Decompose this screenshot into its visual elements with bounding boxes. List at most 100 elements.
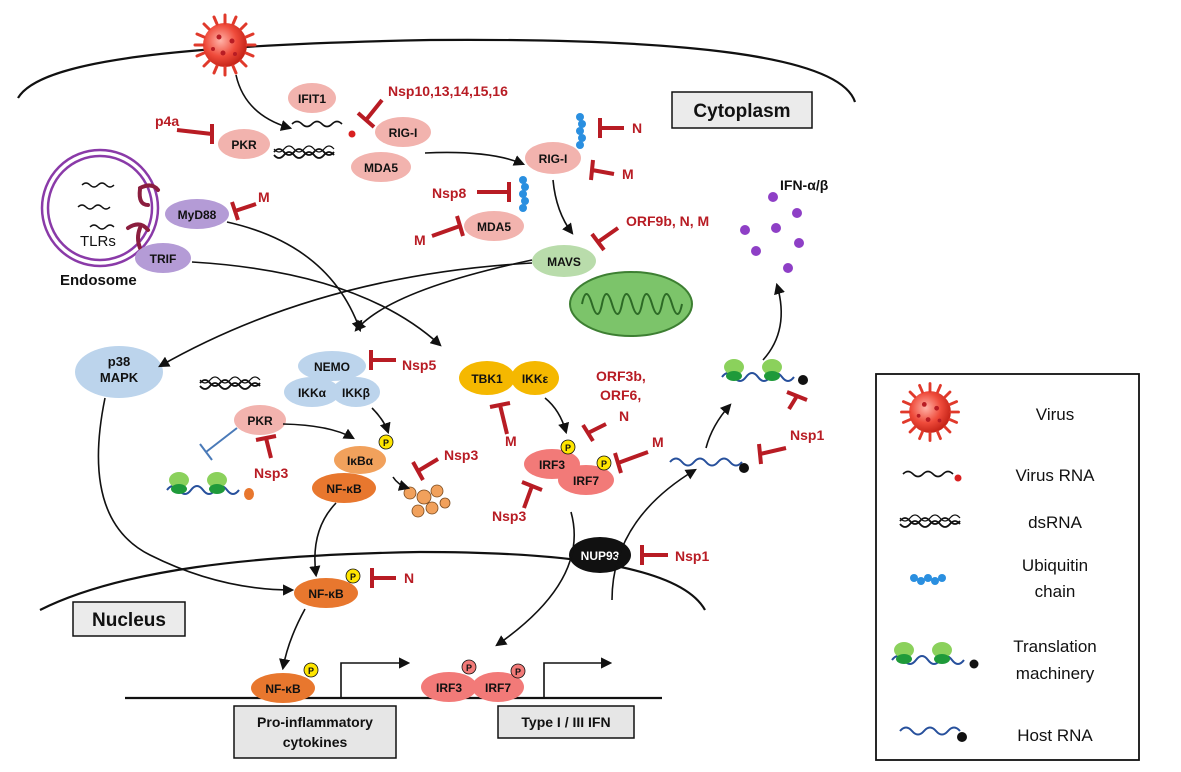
svg-text:P: P	[308, 666, 314, 676]
type-ifn-box: Type I / III IFN	[497, 705, 635, 739]
irf7-phospho-cyto: P	[596, 455, 612, 471]
svg-text:Translation: Translation	[1013, 637, 1096, 656]
mitochondrion-icon	[569, 271, 693, 337]
rig-i-protein-activated: RIG-I	[525, 142, 581, 174]
svg-text:Virus: Virus	[1036, 405, 1074, 424]
irf7-protein-cyto: IRF7	[558, 465, 614, 495]
ifn-label: IFN-α/β	[780, 177, 829, 193]
ifit1-protein: IFIT1	[288, 83, 336, 113]
p4a-label: p4a	[155, 113, 179, 129]
plasma-membrane	[17, 38, 857, 103]
svg-text:IRF3: IRF3	[436, 681, 462, 695]
mavs-protein: MAVS	[532, 245, 596, 277]
ikba-phospho: P	[378, 434, 394, 450]
svg-text:NEMO: NEMO	[314, 360, 350, 374]
svg-text:NUP93: NUP93	[581, 549, 620, 563]
svg-text:PKR: PKR	[247, 414, 273, 428]
svg-text:P: P	[383, 438, 389, 448]
svg-text:P: P	[350, 572, 356, 582]
rig-i-protein-top: RIG-I	[375, 117, 431, 147]
nsp3-label-pkr: Nsp3	[254, 465, 288, 481]
mda5-protein-top: MDA5	[351, 152, 411, 182]
virus-icon	[193, 13, 257, 77]
irf7-phospho-dna: P	[510, 663, 526, 679]
ubiquitin-chain-rig-i	[576, 113, 586, 149]
mda5-protein-activated: MDA5	[464, 211, 524, 241]
m-label-tbk1: M	[505, 433, 517, 449]
inhibition-markers: p4a Nsp10,13,14,15,16 N M Nsp8 M M ORF9b…	[155, 83, 824, 588]
ubiquitin-chain-icon	[910, 574, 946, 585]
nemo-protein: NEMO	[298, 351, 366, 381]
svg-text:TBK1: TBK1	[471, 372, 503, 386]
n-label-rig: N	[632, 120, 642, 136]
nsp10-label: Nsp10,13,14,15,16	[388, 83, 508, 99]
degradation-fragments	[403, 484, 451, 518]
dsrna-middle	[199, 376, 261, 390]
cytoplasm-label-box: Cytoplasm	[671, 91, 813, 129]
pro-inflammatory-box: Pro-inflammatory cytokines	[233, 705, 397, 759]
nfkb-protein-nuclear-entry: NF-κB	[294, 578, 358, 608]
tbk1-protein: TBK1	[459, 361, 515, 395]
m-label-irf7: M	[652, 434, 664, 450]
svg-text:Pro-inflammatory: Pro-inflammatory	[257, 714, 373, 730]
svg-text:dsRNA: dsRNA	[1028, 513, 1083, 532]
nsp3-label-ikba: Nsp3	[444, 447, 478, 463]
orf3b-label-2: ORF6,	[600, 387, 641, 403]
promoter-arrow-cytokines	[340, 657, 411, 698]
translation-end-cap	[244, 488, 254, 500]
m-label-myd88: M	[258, 189, 270, 205]
svg-text:MDA5: MDA5	[477, 220, 511, 234]
svg-text:IKKε: IKKε	[522, 372, 549, 386]
svg-text:IKKα: IKKα	[298, 386, 327, 400]
nfkb-phospho-entry: P	[345, 568, 361, 584]
nfkb-phospho-dna: P	[303, 662, 319, 678]
host-rna	[669, 457, 749, 473]
nucleus-label-box: Nucleus	[72, 601, 186, 637]
translation-machinery-blocked	[166, 471, 240, 495]
orf9b-label: ORF9b, N, M	[626, 213, 709, 229]
ikba-protein: IκBα	[334, 446, 386, 474]
host-rna-icon	[899, 726, 967, 742]
ubiquitin-chain-mda5	[519, 176, 529, 212]
orf3b-label-3: N	[619, 408, 629, 424]
svg-text:MDA5: MDA5	[364, 161, 398, 175]
dsrna-top	[273, 145, 335, 159]
svg-text:IKKβ: IKKβ	[342, 386, 370, 400]
nsp8-label: Nsp8	[432, 185, 466, 201]
nfkb-protein-cyto: NF-κB	[312, 473, 376, 503]
myd88-protein: MyD88	[165, 199, 229, 229]
nfkb-protein-dna: NF-κB	[251, 673, 315, 703]
pathway-arrows	[97, 74, 785, 671]
svg-text:MAPK: MAPK	[100, 370, 139, 385]
endosome: TLRs	[40, 148, 160, 268]
ikkb-protein: IKKβ	[332, 377, 380, 407]
svg-text:P: P	[515, 667, 521, 677]
svg-text:p38: p38	[108, 354, 130, 369]
svg-text:MyD88: MyD88	[178, 208, 217, 222]
nsp1-label-nup93: Nsp1	[675, 548, 709, 564]
irf3-phospho-dna: P	[461, 659, 477, 675]
svg-text:MAVS: MAVS	[547, 255, 581, 269]
nsp1-label-host: Nsp1	[790, 427, 824, 443]
tlrs-label: TLRs	[80, 233, 116, 250]
svg-text:machinery: machinery	[1016, 664, 1095, 683]
promoter-arrow-ifn	[543, 657, 613, 698]
nuclear-membrane	[39, 550, 706, 611]
orf3b-label-1: ORF3b,	[596, 368, 646, 384]
svg-text:PKR: PKR	[231, 138, 257, 152]
svg-text:cytokines: cytokines	[283, 734, 348, 750]
svg-text:chain: chain	[1035, 582, 1076, 601]
svg-text:IRF7: IRF7	[485, 681, 511, 695]
ikka-protein: IKKα	[284, 377, 340, 407]
ikke-protein: IKKε	[511, 361, 559, 395]
svg-text:P: P	[601, 459, 607, 469]
irf7-protein-dna: IRF7	[472, 672, 524, 702]
p38-mapk-protein: p38 MAPK	[75, 346, 163, 398]
pkr-protein-top: PKR	[218, 129, 270, 159]
cytoplasm-label: Cytoplasm	[693, 101, 790, 122]
nucleus-label: Nucleus	[92, 610, 166, 631]
translation-end-cap-right	[798, 375, 808, 385]
svg-text:Ubiquitin: Ubiquitin	[1022, 556, 1088, 575]
svg-text:P: P	[466, 663, 472, 673]
svg-text:NF-κB: NF-κB	[326, 482, 362, 496]
